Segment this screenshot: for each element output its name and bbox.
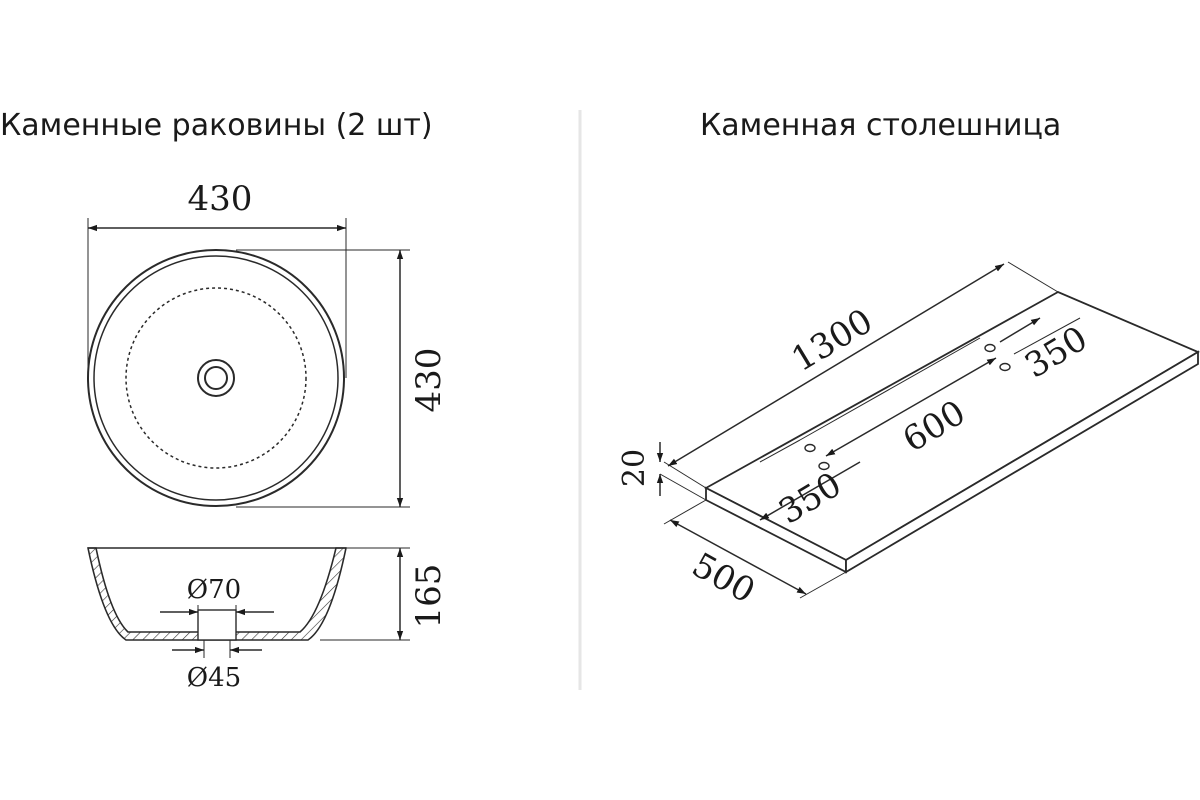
- sink-height-dimension: [320, 547, 410, 641]
- sink-depth-label: 430: [409, 348, 449, 413]
- drain-outer-dimension: [160, 605, 274, 640]
- offset-right-dimension: [999, 317, 1081, 355]
- countertop-title: Каменная столешница: [700, 108, 1062, 143]
- offset-left-dimension: [759, 439, 861, 521]
- countertop-length-label: 1300: [785, 301, 880, 380]
- countertop-thickness-label: 20: [617, 449, 652, 487]
- sink-width-dimension: [87, 218, 347, 378]
- drain-inner-label: Ø45: [187, 663, 241, 693]
- countertop-width-dimension: [663, 499, 847, 599]
- hole-spacing-dimension: [799, 337, 997, 457]
- sink-width-label: 430: [188, 179, 253, 219]
- drain-outer-label: Ø70: [187, 575, 241, 605]
- sinks-title: Каменные раковины (2 шт): [0, 108, 433, 143]
- drain-inner-dimension: [172, 640, 262, 658]
- countertop-thickness-dimension: [656, 442, 707, 501]
- sink-height-label: 165: [409, 564, 449, 629]
- sink-depth-dimension: [236, 249, 410, 508]
- countertop-width-label: 500: [685, 545, 761, 611]
- sink-top-view: [87, 249, 345, 507]
